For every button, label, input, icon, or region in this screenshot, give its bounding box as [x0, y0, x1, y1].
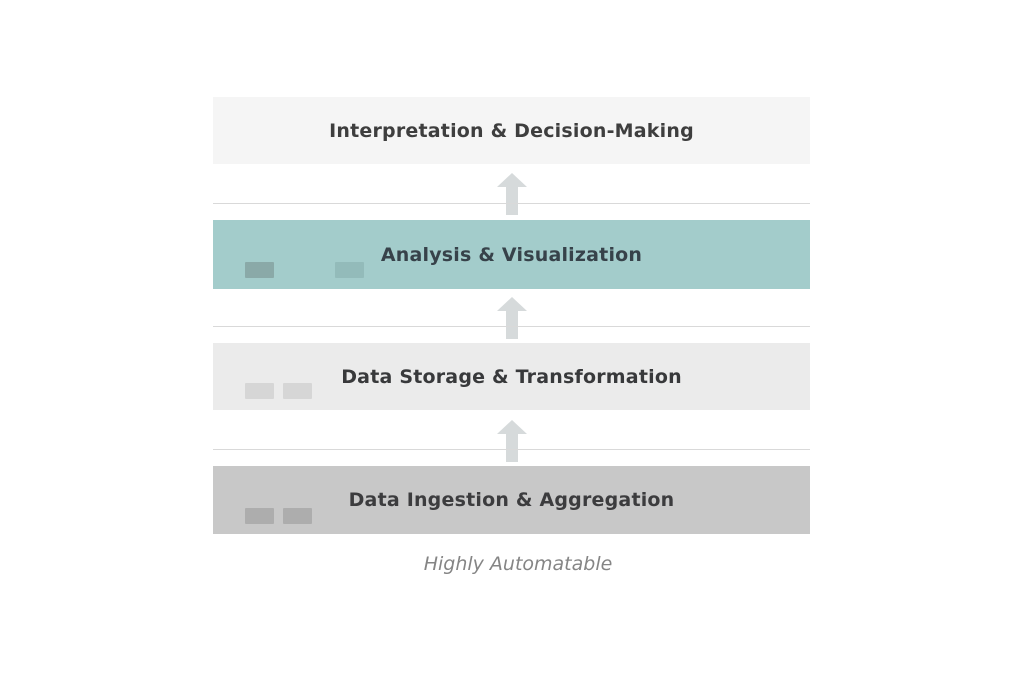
- layer-interpretation-decision-making: Interpretation & Decision-Making: [213, 97, 810, 164]
- layer-title: Data Storage & Transformation: [341, 365, 682, 388]
- layer-title: Analysis & Visualization: [380, 243, 643, 266]
- up-arrow-icon: [497, 173, 527, 215]
- up-arrow-icon: [497, 297, 527, 339]
- up-arrow-icon: [497, 420, 527, 462]
- layer-data-storage-transformation: Data Storage & Transformation: [213, 343, 810, 410]
- block-icon: [335, 262, 364, 278]
- layer-analysis-visualization: Analysis & Visualization: [213, 220, 810, 289]
- layer-title: Data Ingestion & Aggregation: [348, 489, 675, 511]
- block-icon: [245, 383, 274, 399]
- layer-title: Interpretation & Decision-Making: [329, 119, 694, 142]
- block-icon: [283, 508, 312, 524]
- block-icon: [245, 508, 274, 524]
- divider: [213, 326, 810, 327]
- divider: [213, 203, 810, 204]
- block-icon: [245, 262, 274, 278]
- layer-data-ingestion-aggregation: Data Ingestion & Aggregation: [213, 466, 810, 534]
- caption: Highly Automatable: [423, 553, 613, 575]
- block-icon: [283, 383, 312, 399]
- divider: [213, 449, 810, 450]
